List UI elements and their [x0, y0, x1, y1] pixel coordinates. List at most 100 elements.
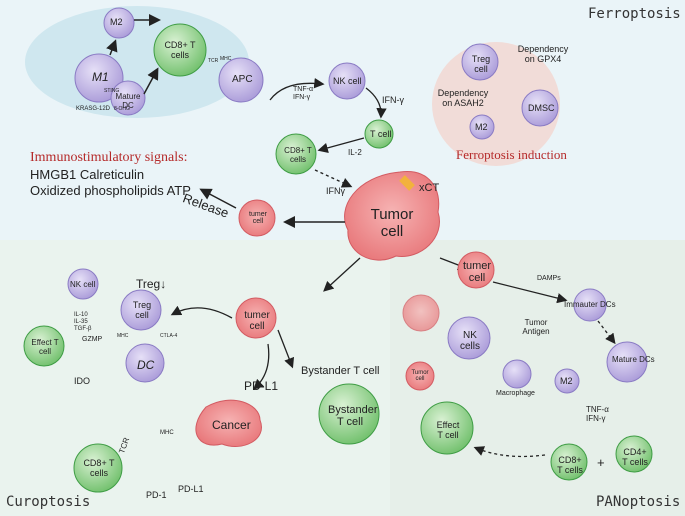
arrow-apc-nk — [269, 77, 325, 101]
cytokine-0: IL-10 — [74, 312, 88, 318]
nk-cell-center — [328, 62, 366, 100]
tumor-main-label: Tumor cell — [370, 206, 414, 240]
bystander-cell-label: Bystander T cell — [328, 404, 378, 428]
cancer-cell — [195, 399, 262, 448]
tumor-cell-pano-small — [405, 361, 435, 391]
cuproptosis-label: Curoptosis — [6, 494, 91, 510]
tumer-cell-cupro — [235, 297, 277, 339]
arrow-cd8-tumor — [314, 169, 353, 188]
dc-label: DC — [137, 358, 155, 372]
cd8-cell-center — [275, 133, 317, 175]
nk-cell-cupro — [67, 268, 99, 300]
treg-down-label: Treg↓ — [136, 277, 167, 291]
nk-cell-pano — [447, 316, 491, 360]
tumor-cell-pano-label: Tumor cell — [411, 370, 429, 382]
mhc-cupro-label: MHC — [117, 333, 129, 339]
m2-cell — [103, 7, 135, 39]
effect-t-cell-cupro — [23, 325, 65, 367]
treg-cell-ferro — [461, 43, 499, 81]
t-cell-center — [364, 119, 394, 149]
effect-cupro-label: Effect T cell — [31, 338, 59, 356]
cd8-center-label: CD8+ T cells — [284, 146, 312, 164]
m2-ferro-label: M2 — [475, 122, 488, 132]
mhc2-label: MHC — [160, 430, 174, 436]
mature-dc-pano — [606, 341, 648, 383]
tcr-label: TCR — [208, 58, 219, 64]
arrow-tumer-treg — [170, 305, 233, 319]
cytokine-1: IL-35 — [74, 319, 88, 325]
main-tumor-cell — [344, 171, 440, 261]
arrow-tumer-cancer — [253, 343, 270, 390]
plus-label: + — [597, 455, 605, 470]
tumor-antigen-label: Tumor Antigen — [522, 318, 550, 336]
ferro-induction-label: Ferroptosis induction — [456, 147, 567, 162]
dep-asah2-label: Dependency on ASAH2 — [437, 88, 489, 108]
ctla4-label: CTLA-4 — [160, 333, 178, 339]
arrow-damps — [492, 281, 568, 304]
mature-dc-pano-label: Mature DCs — [612, 355, 655, 364]
arrow-tcell-cd8 — [317, 137, 365, 153]
arrow-m1-m2 — [106, 39, 118, 56]
ifn-label: IFNγ — [326, 186, 345, 196]
arrow-immature-mature — [597, 320, 616, 345]
cancer-label: Cancer — [212, 418, 251, 432]
effect-t-cell-pano — [420, 401, 474, 455]
nk-cupro-label: NK cell — [70, 280, 96, 289]
immature-dc-label: Immauter DCs — [564, 300, 616, 309]
tumer-pano-label: tumer cell — [462, 260, 492, 284]
dep-gpx4-label: Dependency on GPX4 — [517, 44, 569, 64]
dmsc-label: DMSC — [528, 103, 555, 113]
arrow-release-signals — [199, 188, 237, 209]
cd8-cell-pano — [550, 443, 588, 481]
ido-label: IDO — [74, 376, 91, 386]
cd8-pano-label: CD8+ T cells — [557, 455, 583, 475]
pdl1-label: PD-L1 — [178, 484, 204, 494]
immuno-title: Immunostimulatory signals: — [30, 150, 188, 165]
released-tumor-label: tumer cell — [249, 211, 267, 225]
treg-cupro-label: Treg cell — [132, 300, 152, 320]
bystander-t-cell — [318, 383, 380, 445]
released-tumor-cell — [238, 199, 276, 237]
apc-label: APC — [232, 74, 253, 85]
m1-cell — [74, 53, 124, 103]
ifn-pano-label: IFN-γ — [586, 414, 606, 423]
tumer-cupro-label: tumer cell — [244, 310, 270, 332]
ferroptosis-induction-zone — [432, 42, 560, 166]
macrophage-label: Macrophage — [496, 390, 535, 397]
mhc-label: MHC — [220, 56, 232, 62]
sting-label: STING — [104, 88, 120, 94]
dc-cell — [125, 343, 165, 383]
m2-cell-ferro — [469, 114, 495, 140]
arrow-tumor-cupro — [323, 257, 361, 292]
dmsc-cell — [521, 89, 559, 127]
cd4-pano-label: CD4+ T cells — [622, 447, 648, 467]
immature-dc-cell — [573, 288, 607, 322]
ifng-label-1: IFN-γ — [293, 94, 311, 101]
arrow-tcells-effect — [473, 446, 546, 458]
cytokine-2: TGF-β — [74, 326, 92, 332]
nk-pano-label: NK cells — [459, 330, 480, 352]
tnf-pano-label: TNF-α — [586, 405, 609, 414]
ferroptosis-label: Ferroptosis — [588, 6, 681, 22]
treg-cell-cupro — [120, 289, 162, 331]
oohg-label: 8-OHG — [114, 106, 130, 112]
tumer-cell-pano — [457, 251, 495, 289]
apc-cell — [218, 57, 264, 103]
immuno-line1: HMGB1 Calreticulin — [30, 167, 145, 182]
xct-channel — [399, 175, 415, 191]
mature-dc-cell — [110, 80, 146, 116]
m2-pano-label: M2 — [560, 376, 573, 386]
mature-dc-label: Mature DC — [115, 92, 141, 110]
il2-label: IL-2 — [348, 148, 362, 157]
nk-center-label: NK cell — [333, 76, 362, 86]
cd4-cell-pano — [615, 435, 653, 473]
panoptosis-label: PANoptosis — [596, 494, 681, 510]
cd8-cupro-label: CD8+ T cells — [83, 458, 115, 478]
cd8-cell-top — [153, 23, 207, 77]
arrow-tumer-bystander — [277, 329, 295, 369]
effect-pano-label: Effect T cell — [436, 420, 460, 440]
immuno-line2: Oxidized phospholipids ATP — [30, 183, 191, 198]
tcell-center-label: T cell — [370, 129, 392, 139]
m2-label: M2 — [110, 17, 123, 27]
